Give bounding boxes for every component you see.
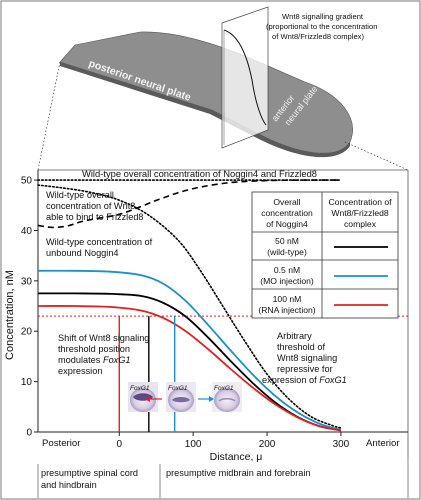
arrow-left-head — [145, 396, 150, 402]
series-wnt8-bindable — [37, 184, 342, 429]
annotation-threshold-line3: Wnt8 signaling — [277, 353, 337, 363]
legend-row-mo-2: (MO injection) — [260, 276, 314, 286]
annotation-threshold-line1: Arbitrary — [277, 331, 312, 341]
annotation-threshold-line4: repressive for — [277, 364, 333, 374]
annotation-unbound-line2: unbound Noggin4 — [46, 248, 119, 258]
embryo-mo-label: FoxG1 — [214, 385, 234, 392]
annotation-shift-line4: expression — [58, 366, 102, 376]
legend-row-rna-2: (RNA injection) — [258, 305, 315, 315]
legend-row-wt-2: (wild-type) — [267, 247, 307, 257]
annotation-wnt8-line2: concentration of Wnt8 — [46, 201, 135, 211]
region-midbrain-forebrain: presumptive midbrain and forebrain — [166, 468, 311, 478]
series-rna-injection — [37, 305, 342, 432]
y-tick-label: 50 — [21, 176, 33, 187]
legend-header-left-3: of Noggin4 — [266, 219, 308, 229]
annotation-shift-line1: Shift of Wnt8 signaling — [58, 333, 149, 343]
embryo-image-rna: FoxG1 — [128, 382, 158, 412]
embryo-image-mo: FoxG1 — [212, 382, 242, 412]
neural-plate-shape — [59, 31, 353, 154]
legend-table: Overall concentration of Noggin4 Concent… — [251, 191, 399, 319]
y-tick-label: 30 — [21, 276, 33, 287]
embryo-image-wt: FoxG1 — [166, 382, 196, 412]
legend-row-rna-1: 100 nM — [273, 294, 302, 304]
annotation-shift-line3: modulates FoxG1 — [58, 355, 131, 365]
neural-plate-schematic: posterior neural plate anterior neural p… — [59, 6, 377, 158]
x-tick-label: 200 — [259, 439, 276, 450]
gradient-label-1: Wnt8 signalling gradient — [282, 12, 364, 21]
legend-header-left-1: Overall — [273, 197, 300, 207]
embryo-wt-label: FoxG1 — [168, 385, 188, 392]
embryo-rna-label: FoxG1 — [130, 385, 150, 392]
legend-header-right-3: complex — [344, 219, 377, 229]
legend-header-left-2: concentration — [261, 208, 313, 218]
x-tick-label: 100 — [185, 439, 202, 450]
x-tick-label: 0 — [116, 439, 122, 450]
annotation-threshold-line5: expression of FoxG1 — [262, 375, 347, 385]
y-axis-label: Concentration, nM — [4, 270, 16, 360]
anterior-axis-label: Anterior — [366, 438, 400, 449]
annotation-wnt8-line1: Wild-type overall — [46, 190, 114, 200]
projection-line-right — [344, 141, 409, 171]
y-tick-label: 40 — [21, 226, 33, 237]
annotation-threshold-line2: threshold of — [277, 342, 325, 352]
series-curves — [37, 179, 342, 432]
legend-row-wt-1: 50 nM — [275, 236, 299, 246]
annotation-noggin-frizzled: Wild-type overall concentration of Noggi… — [82, 168, 317, 179]
legend-header-right-1: Concentration of — [328, 197, 392, 207]
foxg1-embryo-images: FoxG1 FoxG1 FoxG1 — [128, 382, 242, 412]
posterior-axis-label: Posterior — [42, 438, 81, 449]
annotations: Wild-type overall concentration of Noggi… — [46, 168, 347, 385]
legend-row-mo-1: 0.5 nM — [274, 265, 300, 275]
x-axis-label: Distance, μ — [210, 451, 263, 463]
gradient-label-2: (proportional to the concentration — [266, 22, 377, 31]
gradient-curve — [223, 29, 267, 126]
arrow-right-head — [209, 396, 214, 402]
annotation-shift-line2: threshold position — [58, 344, 130, 354]
region-spinal-cord-line1: presumptive spinal cord — [41, 468, 138, 478]
x-tick-label: 300 — [333, 439, 350, 450]
y-tick-label: 20 — [21, 327, 33, 338]
series-mo-injection — [37, 269, 342, 431]
region-spinal-cord-line2: and hindbrain — [41, 480, 97, 490]
annotation-unbound-line1: Wild-type concentration of — [46, 237, 153, 247]
region-labels: presumptive spinal cord and hindbrain pr… — [37, 458, 409, 498]
y-tick-label: 10 — [21, 377, 33, 388]
annotation-wnt8-line3: able to bind to Frizzled8 — [46, 212, 144, 222]
neural-plate-edge — [60, 62, 350, 158]
series-unbound-noggin — [37, 179, 341, 229]
axes: 0 10 20 30 40 50 0 100 200 300 — [21, 170, 408, 450]
gradient-plane — [221, 6, 269, 149]
legend-header-right-2: Wnt8/Frizzled8 — [331, 208, 389, 218]
gradient-label-3: of Wnt8/Frizzled8 complex) — [272, 32, 364, 41]
projection-line-left — [37, 61, 61, 171]
y-tick-label: 0 — [26, 428, 32, 439]
